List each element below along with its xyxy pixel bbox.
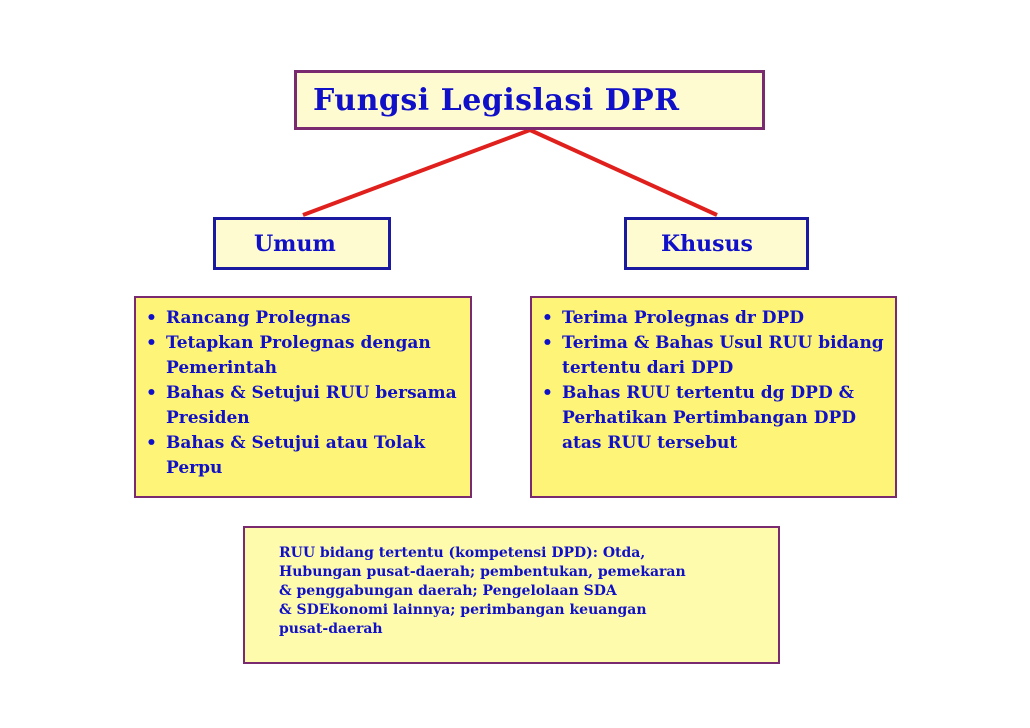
- note-line: & SDEkonomi lainnya; perimbangan keuanga…: [279, 602, 647, 618]
- category-khusus-label: Khusus: [661, 230, 753, 257]
- diagram-title: Fungsi Legislasi DPR: [313, 82, 680, 118]
- bullet-icon: •: [146, 433, 157, 453]
- khusus-list: •Terima Prolegnas dr DPD •Terima & Bahas…: [540, 306, 889, 456]
- category-khusus-box: Khusus: [624, 217, 809, 270]
- connector-to-khusus: [529, 128, 718, 217]
- bullet-icon: •: [542, 383, 553, 403]
- category-umum-label: Umum: [254, 230, 336, 257]
- list-item: •Terima & Bahas Usul RUU bidang tertentu…: [542, 333, 884, 378]
- list-item: •Terima Prolegnas dr DPD: [540, 306, 889, 331]
- list-item: •Bahas & Setujui atau Tolak Perpu: [146, 433, 426, 478]
- umum-list: •Rancang Prolegnas •Tetapkan Prolegnas d…: [144, 306, 464, 481]
- note-line: Hubungan pusat-daerah; pembentukan, peme…: [279, 564, 686, 580]
- note-box: RUU bidang tertentu (kompetensi DPD): Ot…: [243, 526, 780, 664]
- bullet-icon: •: [146, 308, 157, 328]
- umum-list-box: •Rancang Prolegnas •Tetapkan Prolegnas d…: [134, 296, 472, 498]
- bullet-icon: •: [542, 333, 553, 353]
- list-item: •Rancang Prolegnas: [144, 306, 464, 331]
- note-line: & penggabungan daerah; Pengelolaan SDA: [279, 583, 617, 599]
- list-item: •Bahas & Setujui RUU bersama Presiden: [146, 383, 457, 428]
- list-item: •Tetapkan Prolegnas dengan Pemerintah: [146, 333, 431, 378]
- khusus-list-box: •Terima Prolegnas dr DPD •Terima & Bahas…: [530, 296, 897, 498]
- note-line: RUU bidang tertentu (kompetensi DPD): Ot…: [279, 545, 646, 561]
- connector-to-umum: [302, 128, 531, 217]
- category-umum-box: Umum: [213, 217, 391, 270]
- bullet-icon: •: [146, 383, 157, 403]
- bullet-icon: •: [542, 308, 553, 328]
- list-item: •Bahas RUU tertentu dg DPD & Perhatikan …: [542, 383, 856, 453]
- note-line: pusat-daerah: [279, 621, 383, 637]
- bullet-icon: •: [146, 333, 157, 353]
- title-box: Fungsi Legislasi DPR: [294, 70, 765, 130]
